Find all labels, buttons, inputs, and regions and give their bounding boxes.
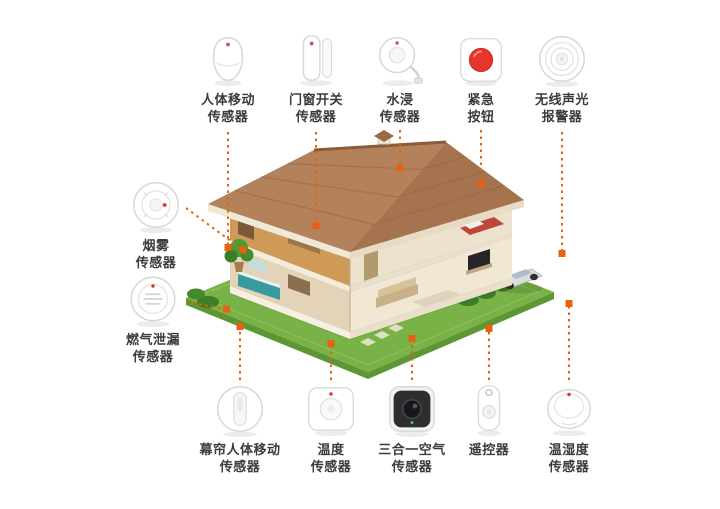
device-air-quality-sensor: 三合一空气 传感器 — [364, 380, 460, 476]
device-motion-sensor: 人体移动 传感器 — [180, 30, 276, 126]
temperature-sensor-icon — [299, 380, 363, 438]
water-leak-sensor-icon — [368, 30, 432, 88]
smoke-sensor-icon — [124, 176, 188, 234]
device-curtain-motion-sensor: 幕帘人体移动 传感器 — [192, 380, 288, 476]
device-emergency-button: 紧急 按钮 — [433, 30, 529, 126]
device-label: 三合一空气 传感器 — [378, 443, 446, 476]
device-label: 燃气泄漏 传感器 — [125, 333, 180, 366]
remote-control-icon — [457, 380, 521, 438]
device-remote-control: 遥控器 — [441, 380, 537, 459]
device-gas-leak-sensor: 燃气泄漏 传感器 — [105, 270, 201, 366]
motion-sensor-icon — [196, 30, 260, 88]
house-illustration — [168, 128, 568, 383]
device-label: 遥控器 — [468, 443, 510, 458]
device-label: 无线声光 报警器 — [534, 93, 589, 126]
device-label: 水浸 传感器 — [379, 93, 421, 126]
air-quality-sensor-icon — [380, 380, 444, 438]
door-window-sensor-icon — [284, 30, 348, 88]
curtain-motion-sensor-icon — [208, 380, 272, 438]
device-label: 紧急 按钮 — [467, 93, 495, 126]
emergency-button-icon — [449, 30, 513, 88]
device-temperature-sensor: 温度 传感器 — [283, 380, 379, 476]
wireless-siren-icon — [530, 30, 594, 88]
device-label: 温湿度 传感器 — [548, 443, 590, 476]
gas-leak-sensor-icon — [121, 270, 185, 328]
temp-humidity-sensor-icon — [537, 380, 601, 438]
device-label: 门窗开关 传感器 — [288, 93, 343, 126]
device-label: 烟雾 传感器 — [135, 239, 177, 272]
house-isometric-art — [186, 130, 554, 379]
device-temp-humidity-sensor: 温湿度 传感器 — [521, 380, 617, 476]
device-label: 人体移动 传感器 — [200, 93, 255, 126]
device-water-leak-sensor: 水浸 传感器 — [352, 30, 448, 126]
device-smoke-sensor: 烟雾 传感器 — [108, 176, 204, 272]
device-wireless-siren: 无线声光 报警器 — [514, 30, 610, 126]
device-door-window-sensor: 门窗开关 传感器 — [268, 30, 364, 126]
device-label: 幕帘人体移动 传感器 — [199, 443, 281, 476]
device-label: 温度 传感器 — [310, 443, 352, 476]
